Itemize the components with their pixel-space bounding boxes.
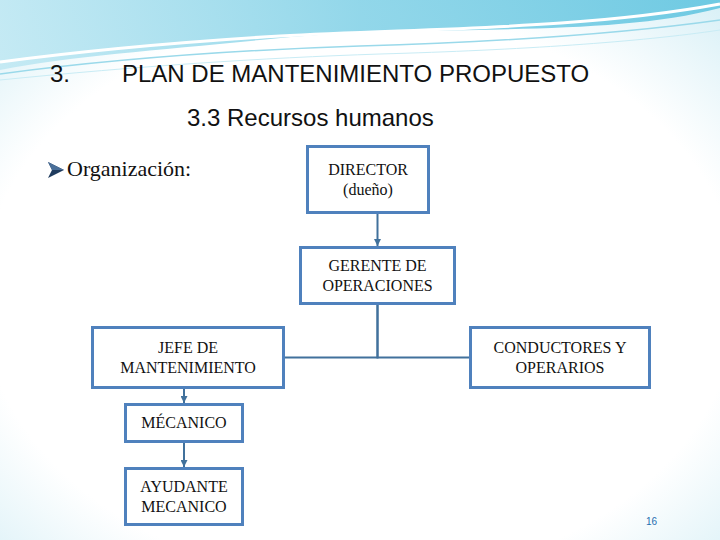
org-box: JEFE DE MANTENIMIENTO [91,326,285,389]
org-box: CONDUCTORES Y OPERARIOS [469,326,651,389]
box-label: CONDUCTORES Y OPERARIOS [478,338,642,376]
org-box: MÉCANICO [124,403,244,443]
box-label: JEFE DE MANTENIMIENTO [100,338,276,376]
org-connector [377,214,379,246]
subtitle: 3.3 Recursos humanos [187,104,434,132]
bullet-arrow [48,162,64,178]
org-box: GERENTE DE OPERACIONES [299,246,456,305]
section-number: 3. [50,60,70,88]
top-wave [0,0,720,70]
org-connector [183,389,185,403]
org-box: AYUDANTE MECANICO [124,467,244,526]
page-number: 16 [646,516,657,527]
bullet-text: Organización: [67,156,191,182]
org-connector [378,305,470,358]
org-box: DIRECTOR (dueño) [306,145,430,214]
box-label: DIRECTOR (dueño) [315,160,421,198]
slide-title: PLAN DE MANTENIMIENTO PROPUESTO [122,60,589,88]
org-connector [285,305,378,358]
org-connector [183,443,185,467]
wave-line [0,4,720,62]
box-label: MÉCANICO [141,413,226,432]
box-label: AYUDANTE MECANICO [133,477,235,515]
box-label: GERENTE DE OPERACIONES [308,256,447,294]
